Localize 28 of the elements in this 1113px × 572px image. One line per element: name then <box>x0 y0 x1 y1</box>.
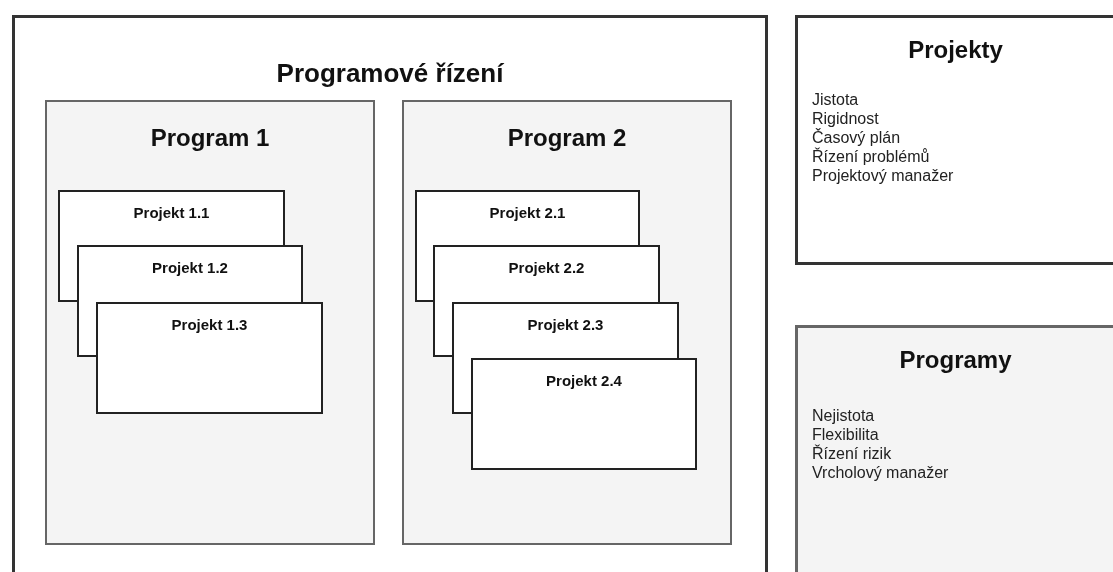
heading: Program 2 <box>507 124 627 152</box>
card-title: Projekt 2.2 <box>508 259 585 276</box>
info-panel <box>795 325 1113 572</box>
heading: Projekty <box>908 36 1003 64</box>
list-item: Projektový manažer <box>812 166 954 185</box>
list-item: Vrcholový manažer <box>812 463 949 482</box>
program-panel <box>402 100 732 545</box>
list-item: Nejistota <box>812 406 875 425</box>
card-title: Projekt 2.4 <box>546 372 622 389</box>
card-title: Projekt 2.3 <box>527 316 604 333</box>
list-item: Jistota <box>812 90 859 109</box>
list-item: Časový plán <box>812 128 901 147</box>
card-title: Projekt 1.1 <box>133 204 210 221</box>
list-item: Flexibilita <box>812 425 879 444</box>
list-item: Řízení problémů <box>812 147 930 166</box>
card-title: Projekt 1.3 <box>171 316 248 333</box>
info-panel <box>795 15 1113 265</box>
heading: Programové řízení <box>276 58 504 89</box>
card-title: Projekt 1.2 <box>152 259 228 276</box>
project-card <box>96 302 323 414</box>
program-management-frame <box>12 15 768 572</box>
card-title: Projekt 2.1 <box>489 204 566 221</box>
list-item: Rigidnost <box>812 109 879 128</box>
project-card <box>471 358 697 470</box>
heading: Program 1 <box>150 124 270 152</box>
heading: Programy <box>899 346 1012 374</box>
list-item: Řízení rizik <box>812 444 892 463</box>
program-panel <box>45 100 375 545</box>
